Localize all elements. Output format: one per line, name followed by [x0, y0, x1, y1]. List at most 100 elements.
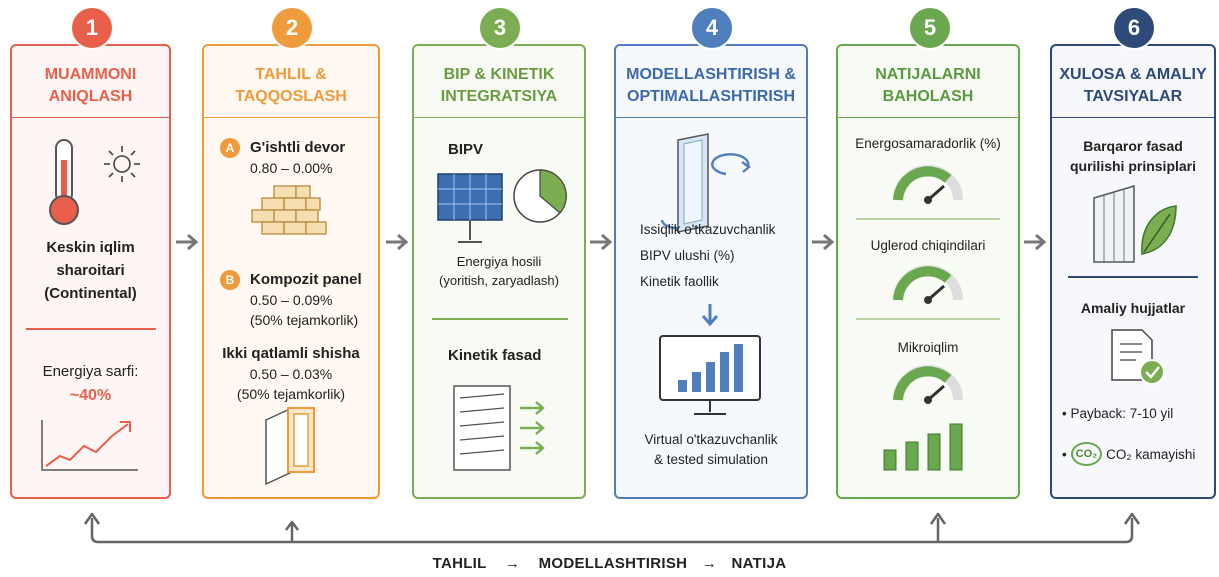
brick-wall-icon [251, 185, 327, 235]
divider [856, 318, 1000, 320]
thermal-transmittance-label: Issiqlik o'tkazuvchanlik [640, 222, 776, 237]
climate-label: Keskin iqlim sharoitari (Continental) [12, 236, 169, 305]
option-b-badge: B [220, 270, 240, 290]
kinetic-facade-label: Kinetik fasad [448, 347, 542, 364]
option-a-badge: A [220, 138, 240, 158]
step-panel-2: TAHLIL & TAQQOSLASH A G'ishtli devor 0.80… [202, 44, 380, 499]
composite-panel-note: (50% tejamkorlik) [250, 312, 359, 328]
solar-panel-icon [437, 173, 503, 243]
energy-yield-label: Energiya hosili (yoritish, zaryadlash) [414, 252, 584, 290]
step-3-header: BIP & KINETIK INTEGRATSIYA [414, 46, 584, 118]
divider [1068, 276, 1198, 278]
step-6-title-line1: XULOSA & AMALIY [1059, 65, 1207, 83]
carbon-emissions-label: Uglerod chiqindilari [870, 238, 986, 253]
down-arrow-icon [701, 304, 719, 327]
double-glass-title: Ikki qatlamli shisha [222, 345, 360, 362]
step-2-number-badge: 2 [270, 6, 314, 50]
step-1-title-line2: ANIQLASH [48, 87, 133, 105]
kinetic-activity-label: Kinetik faollik [640, 274, 719, 289]
flow-arrow-icon [1024, 233, 1047, 251]
flow-arrow-icon [812, 233, 835, 251]
step-1-number-badge: 1 [70, 6, 114, 50]
climate-line2: sharoitari [56, 262, 125, 279]
step-3-title-line1: BIP & KINETIK [443, 65, 555, 83]
energy-efficiency-label: Energosamaradorlik (%) [855, 136, 1001, 151]
composite-panel-title: Kompozit panel [250, 271, 362, 288]
energy-yield-line1: Energiya hosili [456, 254, 542, 269]
step-2-header: TAHLIL & TAQQOSLASH [204, 46, 378, 118]
step-6-number-badge: 6 [1112, 6, 1156, 50]
gauge-icon [893, 165, 963, 204]
monitor-chart-icon [659, 335, 761, 415]
energy-yield-line2: (yoritish, zaryadlash) [439, 273, 559, 288]
bipv-share-label: BIPV ulushi (%) [640, 248, 735, 263]
step-3-title-line2: INTEGRATSIYA [440, 87, 558, 105]
step-6-title-line2: TAVSIYALAR [1083, 87, 1183, 105]
pie-chart-icon [513, 169, 567, 223]
brick-wall-title: G'ishtli devor [250, 139, 346, 156]
principles-label: Barqaror fasad qurilishi prinsiplari [1052, 136, 1214, 176]
step-5-title-line1: NATIJALARNI [875, 65, 981, 83]
composite-panel-value: 0.50 – 0.09% [250, 292, 333, 308]
double-glass-value: 0.50 – 0.03% [249, 366, 333, 382]
divider [432, 318, 568, 320]
gauge-icon [893, 365, 963, 404]
co2-reduction-text: CO₂ kamayishi [1106, 446, 1196, 462]
energy-consumption-value: ~40% [69, 387, 112, 404]
step-panel-1: MUAMMONI ANIQLASH Keskin iqlim sharoitari… [10, 44, 171, 499]
step-1-header: MUAMMONI ANIQLASH [12, 46, 169, 118]
rising-chart-icon [41, 420, 138, 471]
rotating-panel-icon [660, 133, 751, 233]
step-panel-4: MODELLASHTIRISH &OPTIMALLASHTIRISH Issiq… [614, 44, 808, 499]
step-5-number-badge: 5 [908, 6, 952, 50]
step-panel-6: XULOSA & AMALIY TAVSIYALAR Barqaror fasad… [1050, 44, 1216, 499]
principles-line2: qurilishi prinsiplari [1069, 158, 1197, 174]
step-6-header: XULOSA & AMALIY TAVSIYALAR [1052, 46, 1214, 118]
microclimate-label: Mikroiqlim [897, 340, 959, 355]
flow-arrow-icon [386, 233, 409, 251]
bar-chart-icon [883, 423, 963, 471]
document-check-icon [1111, 329, 1165, 385]
feedback-loop [83, 512, 1141, 544]
bipv-label: BIPV [448, 141, 484, 158]
kinetic-facade-icon [453, 385, 545, 471]
double-glass-note: (50% tejamkorlik) [236, 386, 346, 402]
sun-icon [104, 146, 140, 182]
step-5-title-line2: BAHOLASH [882, 87, 974, 105]
virtual-simulation-label: Virtual o'tkazuvchanlik & tested simulat… [616, 430, 806, 470]
step-panel-3: BIP & KINETIK INTEGRATSIYA BIPV Energiya … [412, 44, 586, 499]
payback-text: Payback: 7-10 yil [1070, 406, 1174, 421]
footer-arrow-icon: → [701, 555, 718, 572]
footer-arrow-icon: → [504, 555, 521, 572]
step-1-title-line1: MUAMMONI [44, 65, 137, 83]
step-3-number-badge: 3 [478, 6, 522, 50]
thermometer-icon [49, 139, 79, 225]
flow-arrow-icon [590, 233, 613, 251]
footer-modelling: MODELLASHTIRISH [538, 555, 688, 572]
climate-line1: Keskin iqlim [46, 239, 135, 256]
step-4-title-line1: MODELLASHTIRISH & [626, 65, 796, 83]
step-4-number-badge: 4 [690, 6, 734, 50]
step-panel-5: NATIJALARNI BAHOLASH Energosamaradorlik (… [836, 44, 1020, 499]
brick-wall-value: 0.80 – 0.00% [250, 160, 333, 176]
co2-row: • CO₂ CO₂ kamayishi [1062, 442, 1195, 466]
energy-consumption-label: Energiya sarfi: [42, 363, 139, 380]
climate-line3: (Continental) [44, 285, 137, 302]
practical-docs-label: Amaliy hujjatlar [1080, 300, 1186, 316]
step-2-title-line2: TAQQOSLASH [235, 87, 347, 105]
divider [26, 328, 156, 330]
principles-line1: Barqaror fasad [1083, 138, 1183, 154]
payback-label: • Payback: 7-10 yil [1062, 406, 1174, 421]
virtual-line1: Virtual o'tkazuvchanlik [644, 432, 778, 447]
step-2-title-line1: TAHLIL & [255, 65, 327, 83]
footer-flow: TAHLIL → MODELLASHTIRISH → NATIJA [0, 555, 1219, 572]
footer-result: NATIJA [731, 555, 787, 572]
bullet: • [1062, 446, 1067, 462]
step-4-header: MODELLASHTIRISH &OPTIMALLASHTIRISH [616, 46, 806, 118]
flow-arrow-icon [176, 233, 199, 251]
double-glass-window-icon [265, 406, 315, 486]
gauge-icon [893, 265, 963, 304]
green-building-icon [1093, 184, 1177, 263]
step-5-header: NATIJALARNI BAHOLASH [838, 46, 1018, 118]
footer-analysis: TAHLIL [432, 555, 487, 572]
